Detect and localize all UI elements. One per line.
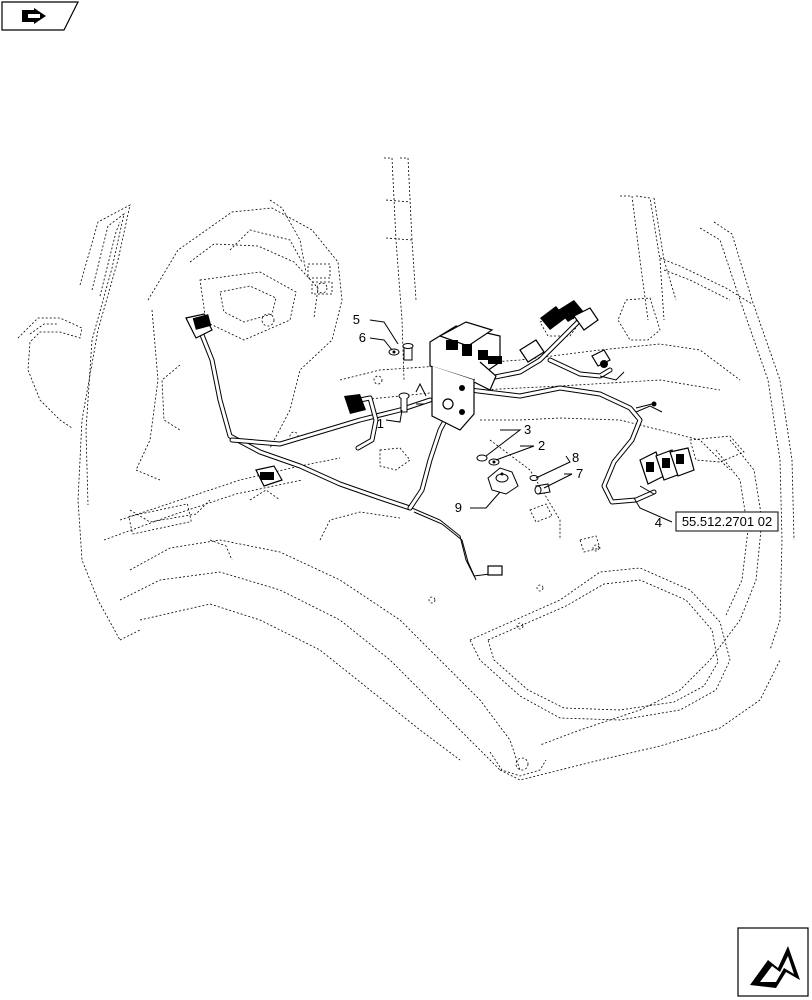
wiring-harness [185,300,695,581]
end-connector [487,565,503,576]
washer-item-2 [488,458,500,466]
callout-3: 3 [524,422,531,437]
top-nav-tab[interactable] [1,1,79,31]
bolt-item-5 [402,343,414,361]
book-arrow-icon [22,8,46,24]
callout-2: 2 [538,438,545,453]
nut-item-3 [476,454,488,462]
right-pigtail [635,401,657,409]
bolt-item-7 [534,483,551,495]
mid-plug-connector [344,394,366,414]
callout-labels: 5 6 1 3 2 8 7 9 4 [353,312,662,530]
callout-8: 8 [572,450,579,465]
screw-item-1 [398,392,410,413]
lower-right-connectors [639,447,695,495]
clamp-item-9 [487,467,519,495]
next-page-arrow-icon [750,946,800,988]
callout-7: 7 [576,466,583,481]
nut-item-6 [388,348,400,356]
floor-connector [255,465,283,487]
leader-lines [369,319,673,523]
reference-label: 55.512.2701 02 [682,514,772,529]
cab-floor-drawing [17,157,795,781]
callout-1: 1 [377,416,384,431]
callout-6: 6 [359,330,366,345]
washer-item-8 [529,475,539,481]
hardware-items [388,343,551,495]
callout-5: 5 [353,312,360,327]
bottom-nav-tab[interactable] [737,927,809,997]
upper-right-connectors [519,300,611,368]
callout-4: 4 [655,515,662,530]
central-relay-box [429,321,502,431]
callout-9: 9 [455,500,462,515]
left-plug-connector [185,313,213,339]
reference-box[interactable]: 55.512.2701 02 [675,511,779,532]
